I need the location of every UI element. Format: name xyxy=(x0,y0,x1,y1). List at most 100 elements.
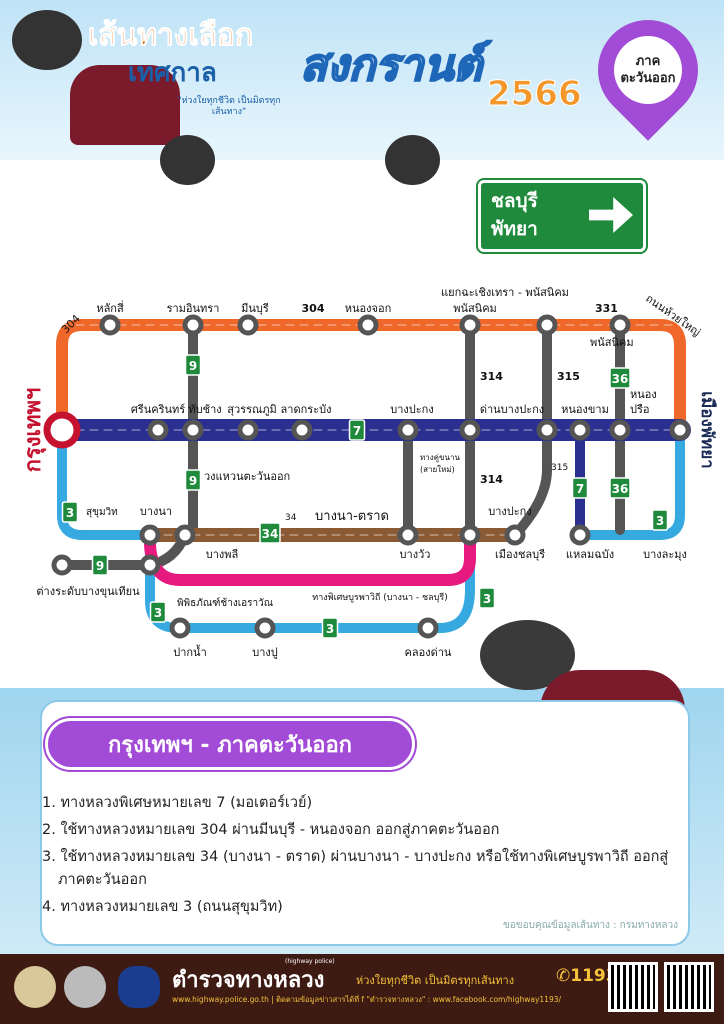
svg-text:3: 3 xyxy=(326,622,334,636)
station-label: บางปะกง xyxy=(390,403,433,416)
sign-line1: ชลบุรี xyxy=(491,190,538,212)
list-item: 2. ใช้ทางหลวงหมายเลข 304 ผ่านมีนบุรี - ห… xyxy=(42,822,500,838)
list-item: 3. ใช้ทางหลวงหมายเลข 34 (บางนา - ตราด) ผ… xyxy=(42,849,669,888)
route-shield-7: 7 xyxy=(571,477,589,499)
station-label: บางวัว xyxy=(400,548,431,561)
footer-small-label: (highway police) xyxy=(285,958,335,965)
svg-text:3: 3 xyxy=(656,514,664,528)
route-label: 331 xyxy=(595,302,618,315)
station-marker xyxy=(139,524,161,546)
station-label: พนัสนิคม xyxy=(590,336,634,349)
header-banner: เส้นทางเลือก เทศกาล "ห่วงใยทุกชีวิต เป็น… xyxy=(0,0,724,160)
svg-text:9: 9 xyxy=(96,559,104,573)
station-label: คลองด่าน xyxy=(405,646,452,659)
credit-text: ขอขอบคุณข้อมูลเส้นทาง : กรมทางหลวง xyxy=(502,920,678,931)
region-label: ภาคตะวันออก xyxy=(614,36,682,104)
station-label: มีนบุรี xyxy=(241,302,269,315)
station-label: แยกฉะเชิงเทรา - พนัสนิคม xyxy=(441,286,569,299)
station-marker xyxy=(669,419,691,441)
festival-title: สงกรานต์ xyxy=(299,39,483,92)
station-label: บางปู xyxy=(252,646,278,659)
station-label: ด่านบางปะกง xyxy=(480,403,544,416)
route-shield-3: 3 xyxy=(651,509,669,531)
footer-slogan: ห่วงใยทุกชีวิต เป็นมิตรทุกเส้นทาง xyxy=(356,974,515,987)
route-shield-7: 7 xyxy=(348,419,366,441)
station-marker xyxy=(182,419,204,441)
station-marker xyxy=(51,554,73,576)
footer: (highway police) ตำรวจทางหลวง ห่วงใยทุกช… xyxy=(0,954,724,1024)
footer-hotline: ✆1193 xyxy=(556,966,618,986)
station-marker xyxy=(459,524,481,546)
route-shield-3: 3 xyxy=(321,617,339,639)
route-label: 34 xyxy=(285,513,297,523)
station-label: ศรีนครินทร์ xyxy=(131,403,185,416)
list-item: 4. ทางหลวงหมายเลข 3 (ถนนสุขุมวิท) xyxy=(42,899,283,915)
svg-text:36: 36 xyxy=(612,372,629,386)
station-label: พิพิธภัณฑ์ช้างเอราวัณ xyxy=(177,597,273,609)
sign-line2: พัทยา xyxy=(491,218,538,240)
road-label: ทางคู่ขนาน xyxy=(420,453,460,463)
station-label: บางปะกง xyxy=(488,505,531,518)
route-shield-36: 36 xyxy=(609,477,631,499)
route-shield-9: 9 xyxy=(184,354,202,376)
station-label: เมืองชลบุรี xyxy=(495,548,545,561)
svg-text:36: 36 xyxy=(612,482,629,496)
station-marker xyxy=(459,314,481,336)
route-label: 314 xyxy=(480,473,503,486)
footer-org: ตำรวจทางหลวง xyxy=(172,968,325,993)
station-label: หนองขาม xyxy=(561,403,609,416)
station-label: ปรือ xyxy=(630,403,650,416)
tagline: "ห่วงใยทุกชีวิต เป็นมิตรทุกเส้นทาง" xyxy=(177,96,281,117)
road-label: (สายใหม่) xyxy=(420,465,455,474)
station-label: ลาดกระบัง xyxy=(281,403,332,416)
police-seal-icon xyxy=(14,966,56,1008)
direction-sign: ชลบุรี พัทยา xyxy=(476,178,648,254)
route-shield-36: 36 xyxy=(609,367,631,389)
station-marker xyxy=(237,419,259,441)
region-line1: ภาค xyxy=(635,54,661,69)
road-label: ทางพิเศษบูรพาวิถี (บางนา - ชลบุรี) xyxy=(312,592,447,603)
station-marker xyxy=(397,524,419,546)
station-marker xyxy=(569,419,591,441)
station-marker xyxy=(397,419,419,441)
route-shield-9: 9 xyxy=(184,469,202,491)
station-label: รามอินทรา xyxy=(167,302,220,315)
station-marker xyxy=(99,314,121,336)
station-label: พนัสนิคม xyxy=(453,302,497,315)
station-marker xyxy=(147,419,169,441)
station-label: ต่างระดับบางขุนเทียน xyxy=(36,585,140,598)
route-shield-3: 3 xyxy=(478,587,496,609)
svg-text:3: 3 xyxy=(154,606,162,620)
svg-text:3: 3 xyxy=(483,592,491,606)
road-label: วงแหวนตะวันออก xyxy=(204,470,290,483)
kids-water-guns-illustration xyxy=(160,135,460,275)
station-label: บางพลี xyxy=(206,548,239,561)
station-marker xyxy=(182,314,204,336)
police-car-icon xyxy=(70,65,180,145)
road-label: บางนา-ตราด xyxy=(315,509,389,524)
station-label: แหลมฉบัง xyxy=(566,548,614,561)
police-mascot-icon xyxy=(12,10,82,70)
station-marker xyxy=(609,419,631,441)
title-line1: เส้นทางเลือก xyxy=(87,18,254,54)
station-label: สุวรรณภูมิ xyxy=(227,403,276,416)
origin-label: กรุงเทพฯ xyxy=(21,388,47,473)
route-label: 315 xyxy=(557,370,580,383)
station-marker xyxy=(357,314,379,336)
bangkok-origin-marker xyxy=(43,411,81,449)
station-marker xyxy=(174,524,196,546)
route-label: 304 xyxy=(302,302,325,315)
station-marker xyxy=(417,617,439,639)
svg-text:9: 9 xyxy=(189,474,197,488)
destination-label: เมืองพัทยา xyxy=(697,391,718,468)
police-badge-icon xyxy=(64,966,106,1008)
year: 2566 xyxy=(487,74,583,115)
station-label: หนองจอก xyxy=(345,302,391,315)
qr-code-icon xyxy=(608,962,658,1012)
station-label: บางนา xyxy=(140,505,172,518)
station-label: ปากน้ำ xyxy=(173,644,207,659)
route-label: 314 xyxy=(480,370,503,383)
station-label: บางละมุง xyxy=(643,548,687,561)
route-shield-9: 9 xyxy=(91,554,109,576)
